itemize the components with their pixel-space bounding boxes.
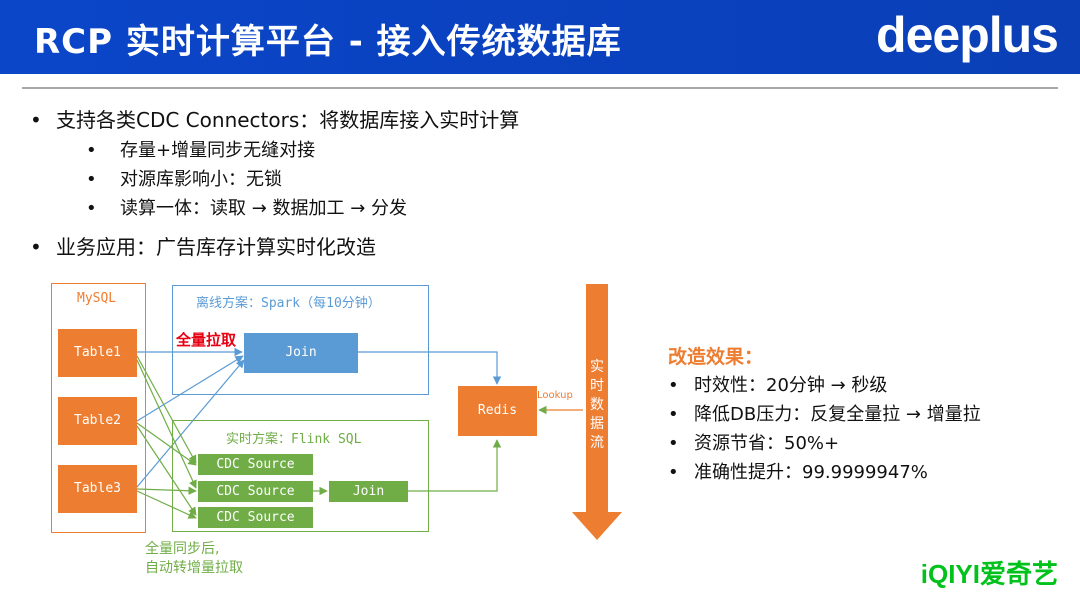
spark-join-box: Join xyxy=(244,333,358,373)
effect-item: • 准确性提升：99.9999947% xyxy=(668,458,928,484)
effect-section: 改造效果： • 时效性：20分钟 → 秒级 • 降低DB压力：反复全量拉 → 增量拉… xyxy=(668,342,981,483)
redis-box: Redis xyxy=(458,386,537,436)
bullet-text: 对源库影响小：无锁 xyxy=(120,169,282,190)
deeplus-logo: deeplus xyxy=(876,7,1059,63)
mysql-label: MySQL xyxy=(77,291,117,306)
bullet-text: 存量+增量同步无缝对接 xyxy=(120,140,316,161)
full-pull-label: 全量拉取 xyxy=(176,331,237,349)
stream-char: 时 xyxy=(590,378,604,394)
bullet-dot: • xyxy=(668,433,679,454)
sync-note-line2: 自动转增量拉取 xyxy=(145,560,243,576)
bullet-dot: • xyxy=(86,169,97,190)
sub-bullet-3: • 读算一体：读取 → 数据加工 → 分发 xyxy=(86,194,407,220)
lookup-label: Lookup xyxy=(537,390,573,401)
bullet-text: 读算一体：读取 → 数据加工 → 分发 xyxy=(120,198,408,219)
effect-text: 准确性提升：99.9999947% xyxy=(694,462,928,483)
stream-label: 实 时 数 据 流 xyxy=(588,358,606,453)
offline-label: 离线方案：Spark（每10分钟） xyxy=(196,296,381,311)
stream-char: 数 xyxy=(590,397,604,413)
bullet-dot: • xyxy=(668,375,679,396)
bullet-business-app: • 业务应用：广告库存计算实时化改造 xyxy=(30,231,376,260)
sync-note: 全量同步后, 自动转增量拉取 xyxy=(145,540,243,578)
mysql-container xyxy=(51,283,146,533)
bullet-text: 业务应用：广告库存计算实时化改造 xyxy=(56,235,376,259)
effect-text: 时效性：20分钟 → 秒级 xyxy=(694,375,888,396)
sync-note-line1: 全量同步后, xyxy=(145,541,220,557)
table3-box: Table3 xyxy=(58,465,137,513)
stream-char: 流 xyxy=(590,435,604,451)
cdc-source-2: CDC Source xyxy=(198,481,313,502)
effect-item: • 降低DB压力：反复全量拉 → 增量拉 xyxy=(668,400,981,426)
bullet-text: 支持各类CDC Connectors：将数据库接入实时计算 xyxy=(56,108,520,132)
effect-text: 降低DB压力：反复全量拉 → 增量拉 xyxy=(694,404,981,425)
slide-header: RCP 实时计算平台 - 接入传统数据库 deeplus xyxy=(0,0,1080,74)
bullet-dot: • xyxy=(30,235,42,259)
iqiyi-logo: iQIYI爱奇艺 xyxy=(920,559,1058,589)
bullet-dot: • xyxy=(668,462,679,483)
cdc-source-3: CDC Source xyxy=(198,507,313,528)
header-divider xyxy=(22,87,1058,89)
effect-text: 资源节省：50%+ xyxy=(694,433,840,454)
bullet-dot: • xyxy=(86,140,97,161)
realtime-flink-container xyxy=(172,420,429,532)
table2-box: Table2 xyxy=(58,397,137,445)
effect-title: 改造效果： xyxy=(668,346,764,368)
offline-spark-container xyxy=(172,285,429,395)
sub-bullet-2: • 对源库影响小：无锁 xyxy=(86,165,282,191)
bullet-dot: • xyxy=(86,198,97,219)
stream-char: 据 xyxy=(590,416,604,432)
bullet-dot: • xyxy=(30,108,42,132)
cdc-source-1: CDC Source xyxy=(198,454,313,475)
bullet-dot: • xyxy=(668,404,679,425)
effect-item: • 时效性：20分钟 → 秒级 xyxy=(668,371,887,397)
sub-bullet-1: • 存量+增量同步无缝对接 xyxy=(86,136,315,162)
realtime-label: 实时方案：Flink SQL xyxy=(226,432,362,447)
flink-join-box: Join xyxy=(329,481,408,502)
bullet-cdc-connectors: • 支持各类CDC Connectors：将数据库接入实时计算 xyxy=(30,104,519,133)
stream-char: 实 xyxy=(590,359,604,375)
slide-title: RCP 实时计算平台 - 接入传统数据库 xyxy=(34,22,622,62)
table1-box: Table1 xyxy=(58,329,137,377)
effect-item: • 资源节省：50%+ xyxy=(668,429,839,455)
